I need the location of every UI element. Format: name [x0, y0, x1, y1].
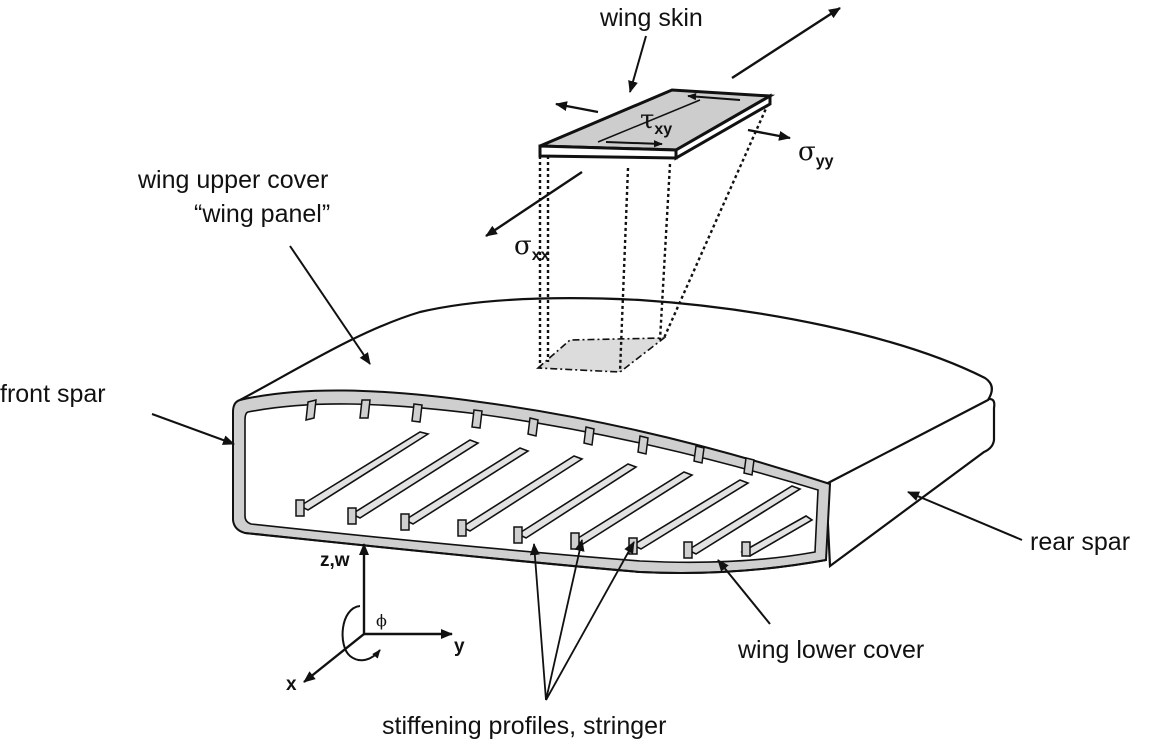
phi-rotation-arrow: [341, 605, 381, 662]
coordinate-system: [303, 543, 453, 683]
stringer-leaders: [529, 539, 635, 701]
front-spar-label: front spar: [0, 380, 106, 408]
projection-lines: [538, 103, 770, 373]
upper-stringers: [305, 399, 755, 476]
lower-cover-label: wing lower cover: [737, 636, 924, 664]
sigma-xx-label: σxx: [514, 231, 550, 264]
upper-cover-label-line2: “wing panel”: [194, 200, 330, 228]
y-axis-label: y: [454, 636, 465, 657]
lower-stringers: [298, 431, 814, 557]
sigma-yy-arrow-left: [555, 101, 599, 114]
tau-xy-label: τxy: [640, 105, 672, 138]
x-axis-label: x: [286, 674, 297, 695]
wing-skin-label: wing skin: [599, 4, 703, 32]
panel-footprint: [535, 337, 667, 373]
wing-box: [232, 297, 996, 575]
lower-cover-edge: [244, 532, 827, 575]
sigma-xx-arrow-bottom: [485, 171, 583, 237]
rear-spar-label: rear spar: [1030, 528, 1130, 556]
sigma-xx-arrow-top: [731, 6, 841, 80]
sigma-yy-arrow-right: [747, 128, 791, 141]
stress-arrows: [485, 6, 841, 237]
skin-side-face: [674, 93, 772, 161]
x-axis: [303, 633, 365, 683]
upper-cover-label-line1: wing upper cover: [137, 166, 328, 194]
phi-label: ϕ: [376, 611, 387, 630]
sigma-yy-label: σyy: [798, 137, 834, 170]
skin-element: [538, 88, 776, 161]
stringers-label: stiffening profiles, stringer: [382, 712, 666, 740]
z-axis-label: z,w: [320, 550, 350, 571]
